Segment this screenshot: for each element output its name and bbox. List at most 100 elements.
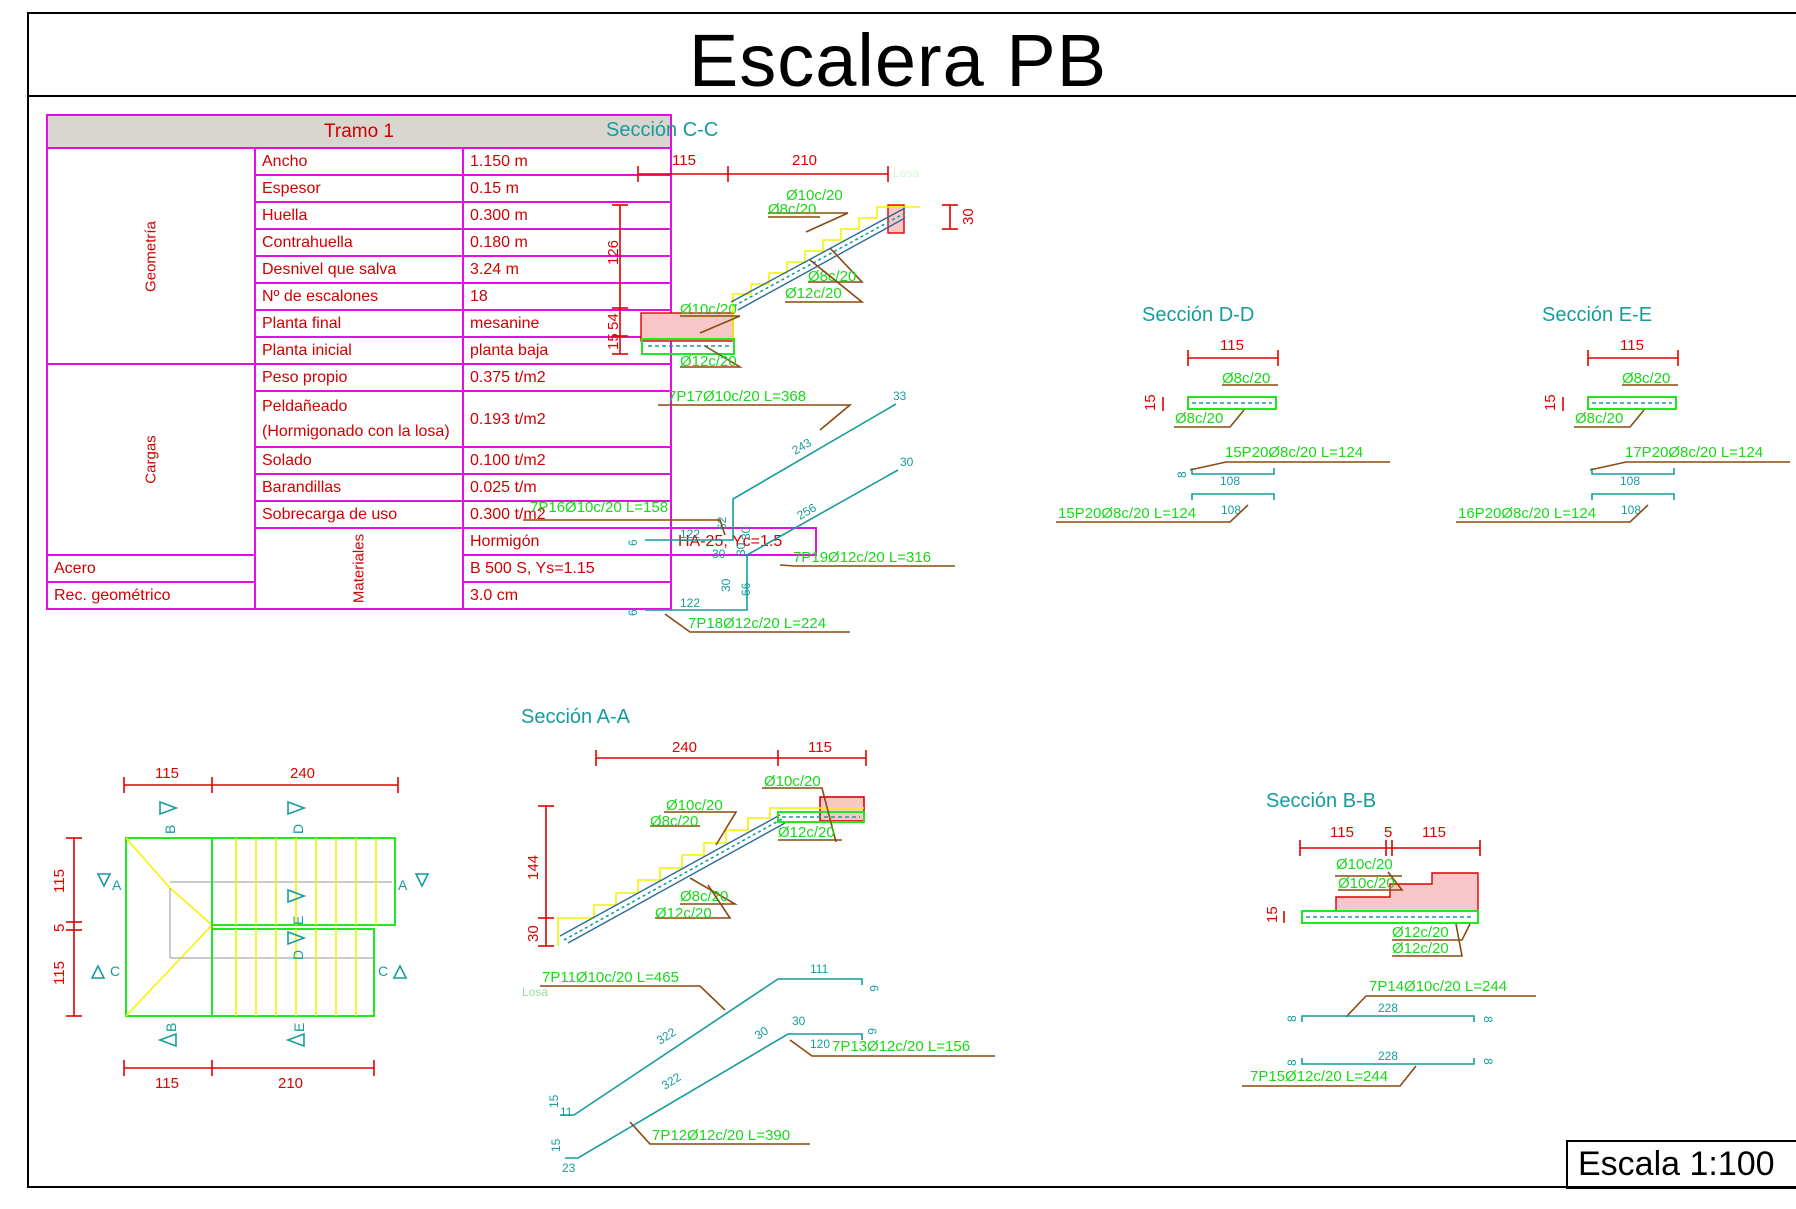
row-value: 1.150 m	[462, 147, 672, 176]
bar-dim: 30	[712, 547, 726, 561]
schedule-label: 7P18Ø12c/20 L=224	[688, 615, 826, 632]
bar-dim: 256	[795, 500, 820, 522]
bar-label: Ø12c/20	[778, 824, 835, 841]
schedule-label: 16P20Ø8c/20 L=124	[1458, 505, 1596, 522]
dim: 15	[605, 333, 622, 350]
dim: 115	[1422, 824, 1446, 841]
bar-dim: 122	[680, 527, 700, 541]
section-marker: D	[290, 950, 306, 960]
schedule-cc: 7P17Ø10c/20 L=368 33 243 62 7P16Ø10c/20 …	[523, 388, 955, 633]
bar-dim: 108	[1620, 474, 1640, 488]
bar-dim: 108	[1220, 474, 1240, 488]
bar-dim: 11	[560, 1105, 573, 1119]
row-value: 0.375 t/m2	[462, 363, 672, 392]
row-value: 0.15 m	[462, 174, 672, 203]
row-value: 0.300 t/m2	[462, 500, 672, 529]
bar-label: Ø8c/20	[808, 268, 856, 285]
dim: 54	[605, 313, 622, 330]
dim: 30	[960, 208, 977, 225]
bar-label: Ø10c/20	[786, 187, 843, 204]
schedule-label: 7P19Ø12c/20 L=316	[793, 549, 931, 566]
bar-dim: 8	[1285, 1059, 1299, 1066]
losa-label: Losa	[893, 166, 919, 180]
bar-label: Ø8c/20	[768, 201, 816, 218]
bar-dim: 30	[734, 542, 748, 556]
dim: 126	[605, 240, 622, 265]
section-marker: C	[378, 963, 388, 979]
bar-label: Ø8c/20	[1222, 370, 1270, 387]
bar-label: Ø8c/20	[650, 813, 698, 830]
schedule-label: 15P20Ø8c/20 L=124	[1225, 444, 1363, 461]
section-bb: Sección B-B 115 5 115 15 Ø10c/20 Ø10c/20…	[1242, 790, 1536, 1087]
scale-label: Escala 1:100	[1566, 1140, 1796, 1189]
bar-dim: 33	[893, 389, 907, 403]
schedule-aa: 7P11Ø10c/20 L=465 111 6 322 15 11 30 30 …	[540, 962, 995, 1175]
group-materiales: Materiales	[254, 527, 464, 610]
row-label: Ancho	[254, 147, 464, 176]
row-label: Solado	[254, 446, 464, 475]
section-ee: Sección E-E 115 15 Ø8c/20 Ø8c/20 17P20Ø8…	[1456, 304, 1790, 523]
bar-label: Ø12c/20	[1392, 940, 1449, 957]
row-value: 0.180 m	[462, 228, 672, 257]
dim: 240	[290, 765, 315, 782]
stair-plan: 115 240 115 210 115 5 115 B	[51, 765, 430, 1092]
bar-dim: 111	[810, 962, 829, 976]
bar-dim: 30	[792, 1014, 806, 1028]
dim: 5	[1384, 824, 1392, 841]
bar-dim: 122	[680, 596, 700, 610]
dim: 15	[1264, 906, 1281, 923]
section-marker: C	[110, 963, 120, 979]
section-aa: Sección A-A 240 115 144 30 Losa Ø10c/20 …	[521, 706, 867, 999]
bar-dim: 108	[1621, 503, 1641, 517]
bar-dim: 108	[1221, 503, 1241, 517]
dim: 240	[672, 739, 697, 756]
section-marker: E	[290, 916, 306, 925]
schedule-label: 17P20Ø8c/20 L=124	[1625, 444, 1763, 461]
bar-dim: 120	[810, 1037, 830, 1051]
row-value: 18	[462, 282, 672, 311]
bar-label: Ø10c/20	[1336, 856, 1393, 873]
row-label: Peldañeado(Hormigonado con la losa)	[254, 390, 464, 448]
row-label: Huella	[254, 201, 464, 230]
row-label: Sobrecarga de uso	[254, 500, 464, 529]
bar-label: Ø12c/20	[680, 353, 737, 370]
row-label: Espesor	[254, 174, 464, 203]
row-label: Barandillas	[254, 473, 464, 502]
dim: 115	[51, 869, 68, 893]
bar-label: Ø10c/20	[764, 773, 821, 790]
section-title: Sección C-C	[606, 119, 718, 141]
bar-label: Ø10c/20	[1338, 875, 1395, 892]
schedule-label: 7P13Ø12c/20 L=156	[832, 1038, 970, 1055]
dim: 15	[1542, 394, 1559, 411]
row-value: B 500 S, Ys=1.15	[462, 554, 672, 583]
group-cargas: Cargas	[46, 363, 256, 556]
dim: 30	[525, 925, 542, 942]
row-value: HA-25, Yc=1.5	[670, 527, 817, 556]
dim: 115	[155, 765, 179, 782]
dim: 115	[808, 739, 832, 756]
section-marker: E	[291, 1023, 307, 1032]
schedule-label: 7P16Ø10c/20 L=158	[530, 499, 668, 516]
bar-label: Ø12c/20	[655, 905, 712, 922]
section-title: Sección D-D	[1142, 304, 1254, 326]
row-value: 3.0 cm	[462, 581, 672, 610]
dim: 115	[155, 1075, 179, 1092]
schedule-label: 7P15Ø12c/20 L=244	[1250, 1068, 1388, 1085]
bar-dim: 15	[549, 1138, 563, 1152]
dim: 5	[51, 924, 68, 932]
bar-dim: 23	[562, 1161, 576, 1175]
section-marker: B	[162, 825, 178, 834]
schedule-label: 7P17Ø10c/20 L=368	[668, 388, 806, 405]
section-title: Sección A-A	[521, 706, 631, 728]
schedule-label: 15P20Ø8c/20 L=124	[1058, 505, 1196, 522]
bar-dim: 8	[1285, 1015, 1299, 1022]
bar-dim: 6	[626, 609, 640, 616]
schedule-label: 7P12Ø12c/20 L=390	[652, 1127, 790, 1144]
section-marker: A	[112, 877, 122, 893]
dim: 115	[672, 152, 696, 169]
bar-dim: 8	[1481, 1016, 1495, 1023]
bar-label: Ø10c/20	[666, 797, 723, 814]
dim: 15	[1142, 394, 1159, 411]
